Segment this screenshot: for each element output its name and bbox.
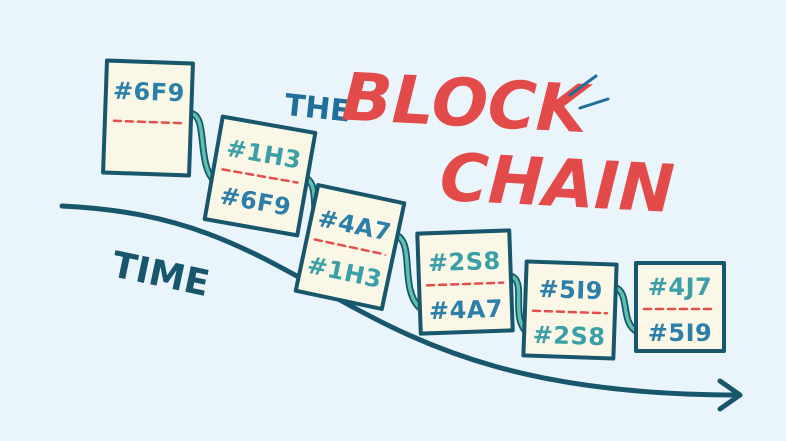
time-arrow — [59, 203, 741, 398]
title-chain: CHAIN — [438, 139, 676, 228]
block-hash: #4J7 — [648, 273, 712, 301]
block-prev-hash: #4A7 — [428, 295, 503, 326]
title-block: BLOCK — [340, 58, 594, 148]
block-body — [521, 259, 619, 361]
block-prev-hash: #5I9 — [648, 319, 712, 347]
block-body — [101, 58, 195, 178]
block-2: #1H3 #6F9 — [202, 114, 318, 238]
block-4: #2S8 #4A7 — [415, 228, 515, 336]
block-6: #4J7 #5I9 — [634, 261, 726, 353]
block-1: #6F9 — [101, 58, 195, 178]
block-hash: #6F9 — [112, 77, 185, 107]
block-hash: #2S8 — [427, 247, 501, 278]
block-prev-hash: #2S8 — [532, 321, 606, 352]
time-arrowhead — [717, 378, 743, 412]
emphasis-mark — [568, 74, 598, 97]
block-separator — [112, 119, 184, 125]
block-body — [634, 261, 726, 353]
block-separator — [425, 281, 505, 287]
block-hash: #5I9 — [538, 275, 603, 305]
chain-link — [396, 234, 422, 310]
title: THE BLOCK CHAIN — [283, 58, 676, 228]
block-body — [415, 228, 515, 336]
block-separator — [531, 309, 609, 315]
block-separator — [221, 168, 299, 184]
title-the: THE — [283, 88, 352, 130]
block-separator — [313, 238, 387, 256]
time-label: TIME — [108, 244, 213, 305]
block-3: #4A7 #1H3 — [293, 183, 407, 311]
block-5: #5I9 #2S8 — [521, 259, 619, 361]
emphasis-mark — [578, 97, 610, 110]
